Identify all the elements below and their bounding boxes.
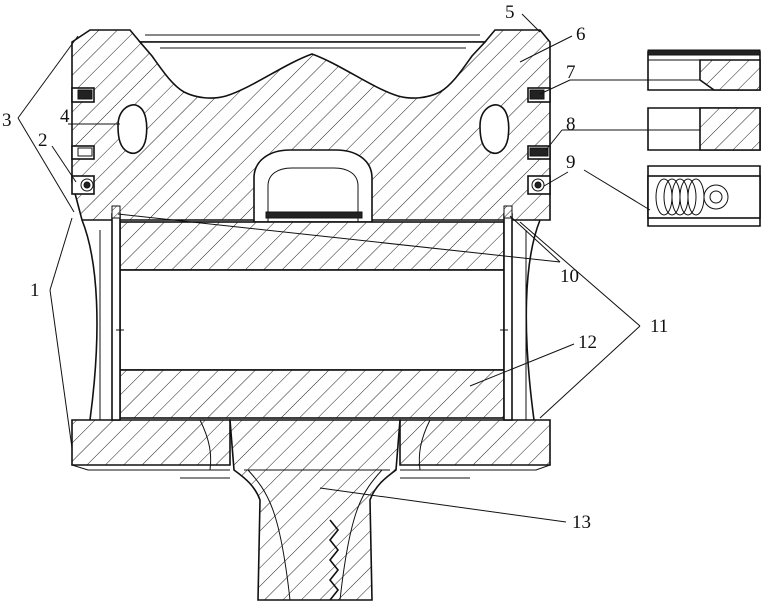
callout-13: 13 <box>572 512 591 533</box>
callout-9: 9 <box>566 152 576 173</box>
callout-5: 5 <box>505 2 515 23</box>
ring-detail-oil-ring <box>647 165 761 227</box>
callout-10: 10 <box>560 266 579 287</box>
callout-1: 1 <box>30 280 40 301</box>
rod-small-end-pocket <box>253 149 373 223</box>
cooling-gallery <box>117 104 510 154</box>
callout-6: 6 <box>576 24 586 45</box>
ring-detail-second-compression <box>647 107 761 151</box>
callout-labels: 1 2 3 4 5 6 7 8 9 10 11 12 13 <box>2 2 668 533</box>
callout-7: 7 <box>566 62 576 83</box>
callout-12: 12 <box>578 332 597 353</box>
piston-pin <box>111 205 513 421</box>
expander-coil <box>655 178 729 216</box>
ring-detail-top-compression <box>647 49 761 91</box>
callout-4: 4 <box>60 106 70 127</box>
leader-lines <box>17 13 700 523</box>
callout-11: 11 <box>650 316 668 337</box>
callout-8: 8 <box>566 114 576 135</box>
connecting-rod <box>180 419 470 601</box>
callout-2: 2 <box>38 130 48 151</box>
callout-3: 3 <box>2 110 12 131</box>
piston-skirt <box>71 219 551 471</box>
piston-crown <box>71 29 551 221</box>
